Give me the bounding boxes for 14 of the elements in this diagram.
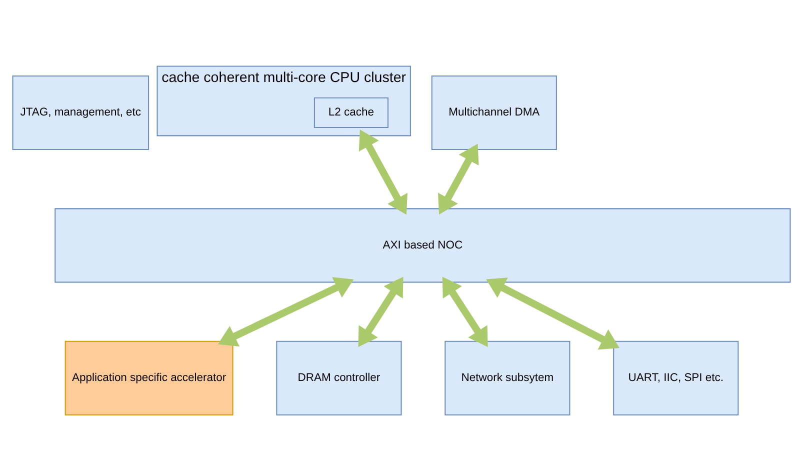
node-box: Multichannel DMA (431, 75, 557, 150)
arrow (218, 277, 354, 347)
node-box: Network subsytem (444, 340, 570, 416)
node-box: UART, IIC, SPI etc. (613, 340, 739, 416)
node-box: L2 cache (314, 97, 388, 128)
node-box: JTAG, management, etc (12, 75, 150, 150)
arrow (486, 278, 620, 350)
node-box: AXI based NOC (54, 208, 791, 283)
node-box: Application specific accelerator (64, 340, 234, 416)
arrow (358, 276, 404, 347)
node-box: DRAM controller (276, 340, 402, 416)
arrow (358, 130, 408, 215)
arrow (438, 144, 479, 214)
arrow (442, 276, 488, 347)
